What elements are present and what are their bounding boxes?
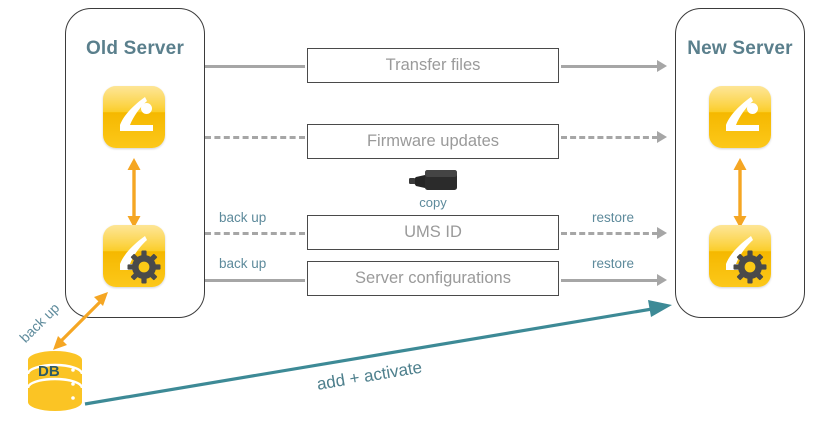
label-back-up-server-configurations: back up bbox=[219, 256, 267, 271]
ums-swoosh-glyph bbox=[120, 97, 153, 131]
connector-right-firmware-updates bbox=[561, 136, 658, 139]
connector-left-transfer-files bbox=[205, 65, 305, 68]
arrowhead-transfer-files bbox=[657, 60, 667, 72]
label-back-up-ums-id: back up bbox=[219, 210, 267, 225]
old-server-ums-console-icon bbox=[103, 86, 165, 148]
ums-swoosh-glyph bbox=[726, 236, 759, 270]
label-restore-server-configurations: restore bbox=[592, 256, 635, 271]
connector-right-ums-id bbox=[561, 232, 658, 235]
item-box-server-configurations: Server configurations bbox=[307, 261, 559, 296]
connector-left-firmware-updates bbox=[205, 136, 305, 139]
gear-icon bbox=[127, 250, 161, 284]
icon-dot bbox=[141, 103, 152, 114]
connector-left-server-configurations bbox=[205, 279, 305, 282]
arrowhead-firmware-updates bbox=[657, 131, 667, 143]
item-box-transfer-files: Transfer files bbox=[307, 48, 559, 83]
item-box-firmware-updates: Firmware updates bbox=[307, 124, 559, 159]
gear-icon bbox=[733, 250, 767, 284]
database-cylinder-icon bbox=[26, 351, 84, 411]
ums-swoosh-glyph bbox=[726, 97, 759, 131]
connector-right-transfer-files bbox=[561, 65, 658, 68]
database-label: DB bbox=[38, 363, 60, 380]
new-server-ums-settings-icon bbox=[709, 225, 771, 287]
add-activate-arrow bbox=[84, 300, 672, 406]
usb-adapter-icon bbox=[409, 170, 457, 190]
connector-left-ums-id bbox=[205, 232, 305, 235]
arrowhead-server-configurations bbox=[657, 274, 667, 286]
usb-copy-label: copy bbox=[419, 195, 447, 210]
icon-dot bbox=[747, 103, 758, 114]
new-server-internal-link-arrow bbox=[733, 158, 747, 228]
arrowhead-ums-id bbox=[657, 227, 667, 239]
ums-swoosh-glyph bbox=[120, 236, 153, 270]
old-server-ums-settings-icon bbox=[103, 225, 165, 287]
old-server-internal-link-arrow bbox=[127, 158, 141, 228]
new-server-ums-console-icon bbox=[709, 86, 771, 148]
label-restore-ums-id: restore bbox=[592, 210, 635, 225]
connector-right-server-configurations bbox=[561, 279, 658, 282]
old-server-title: Old Server bbox=[85, 38, 185, 59]
db-backup-arrow bbox=[53, 292, 108, 350]
item-box-ums-id: UMS ID bbox=[307, 215, 559, 250]
new-server-title: New Server bbox=[687, 38, 793, 59]
